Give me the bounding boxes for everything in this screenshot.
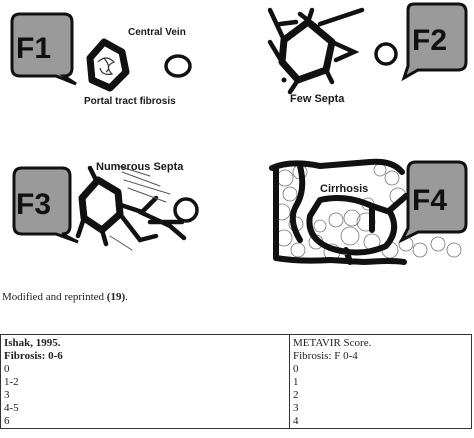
fibrosis-staging-figure: F1 Central Vein Portal tract fibrosis F2… xyxy=(10,2,468,265)
ishak-value: 6 xyxy=(4,415,10,427)
metavir-value: 2 xyxy=(293,389,299,401)
f3-badge: F3 xyxy=(12,166,79,244)
ishak-column: Ishak, 1995. Fibrosis: 0-6 0 1-2 3 4-5 6 xyxy=(0,334,290,429)
ishak-value: 4-5 xyxy=(4,402,19,414)
ishak-subtitle: Fibrosis: 0-6 xyxy=(4,350,63,362)
f3-portal-tract xyxy=(75,165,187,251)
metavir-value: 0 xyxy=(293,363,299,375)
metavir-value: 1 xyxy=(293,376,299,388)
panel-f4: Cirrhosis F4 xyxy=(269,158,468,265)
ishak-value: 3 xyxy=(4,389,10,401)
caption-suffix: . xyxy=(125,291,128,303)
f4-label-cirrhosis: Cirrhosis xyxy=(320,183,368,195)
f2-label-few-septa: Few Septa xyxy=(290,93,345,105)
f2-central-vein xyxy=(374,42,398,66)
panel-f2: F2 Few Septa xyxy=(267,2,468,105)
fibrosis-score-table: Ishak, 1995. Fibrosis: 0-6 0 1-2 3 4-5 6… xyxy=(0,334,472,429)
panel-f3: F3 Numerous Septa xyxy=(12,161,199,251)
f2-badge: F2 xyxy=(401,2,468,82)
f2-badge-label: F2 xyxy=(412,24,447,57)
f1-badge: F1 xyxy=(10,12,77,86)
f3-label-numerous-septa: Numerous Septa xyxy=(96,161,184,173)
metavir-title: METAVIR Score. xyxy=(293,337,372,349)
f1-badge-label: F1 xyxy=(16,32,51,65)
f1-label-central-vein: Central Vein xyxy=(128,27,186,38)
f1-central-vein xyxy=(164,54,192,78)
f3-central-vein xyxy=(173,197,199,223)
caption-prefix: Modified and reprinted xyxy=(2,291,107,303)
f4-badge: F4 xyxy=(398,160,468,244)
f4-cirrhotic-nodules xyxy=(269,158,462,265)
ishak-value: 0 xyxy=(4,363,10,375)
f1-label-portal-tract-fibrosis: Portal tract fibrosis xyxy=(84,96,176,107)
metavir-value: 3 xyxy=(293,402,299,414)
caption-reference: (19) xyxy=(106,291,126,303)
metavir-value: 4 xyxy=(293,415,299,427)
f3-badge-label: F3 xyxy=(16,188,51,221)
metavir-subtitle: Fibrosis: F 0-4 xyxy=(293,350,358,362)
ishak-value: 1-2 xyxy=(4,376,19,388)
panel-f1: F1 Central Vein Portal tract fibrosis xyxy=(10,12,192,107)
figure-caption: Modified and reprinted (19). xyxy=(2,291,128,303)
table-row: Ishak, 1995. Fibrosis: 0-6 0 1-2 3 4-5 6… xyxy=(0,334,472,429)
f1-portal-tract xyxy=(86,38,130,92)
metavir-column: METAVIR Score. Fibrosis: F 0-4 0 1 2 3 4 xyxy=(290,335,472,429)
ishak-title: Ishak, 1995. xyxy=(4,337,61,349)
f2-portal-tract xyxy=(267,7,365,95)
f4-badge-label: F4 xyxy=(412,184,447,217)
